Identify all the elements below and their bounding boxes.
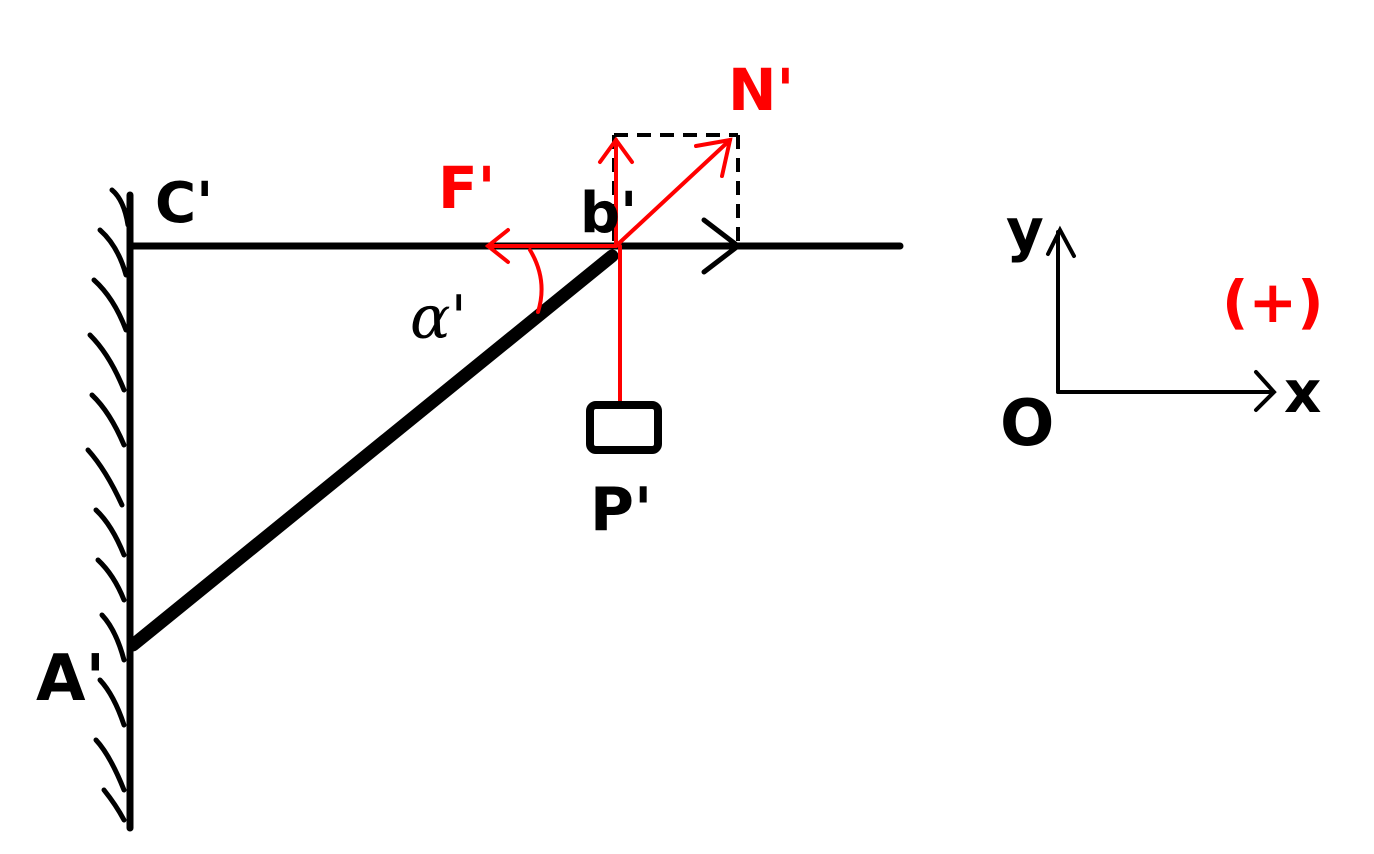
angle-arc [528,248,544,314]
label-origin: O [1000,387,1054,461]
x-axis-arrowhead [1254,370,1277,412]
label-angle: α' [410,283,467,353]
wall-hatching [85,187,131,823]
label-sign: (+) [1222,268,1324,336]
weight-block [586,401,662,454]
label-b: b' [580,181,637,246]
label-a: A' [36,642,105,716]
horizontal-component-arrow [611,217,743,275]
inclined-strut [126,249,619,652]
label-axis-y: y [1006,196,1044,264]
label-force-n: N' [728,56,794,124]
wall [85,187,134,832]
friction-force-arrow [484,228,618,264]
normal-force-arrow [614,137,733,248]
label-force-p: P' [590,475,652,545]
y-axis-arrowhead [1046,225,1076,258]
label-c: C' [155,171,213,236]
label-axis-x: x [1284,358,1321,426]
label-force-f: F' [438,154,495,222]
force-vectors [484,136,733,407]
coordinate-axes [1046,225,1277,412]
vertical-component-arrow [598,136,634,248]
